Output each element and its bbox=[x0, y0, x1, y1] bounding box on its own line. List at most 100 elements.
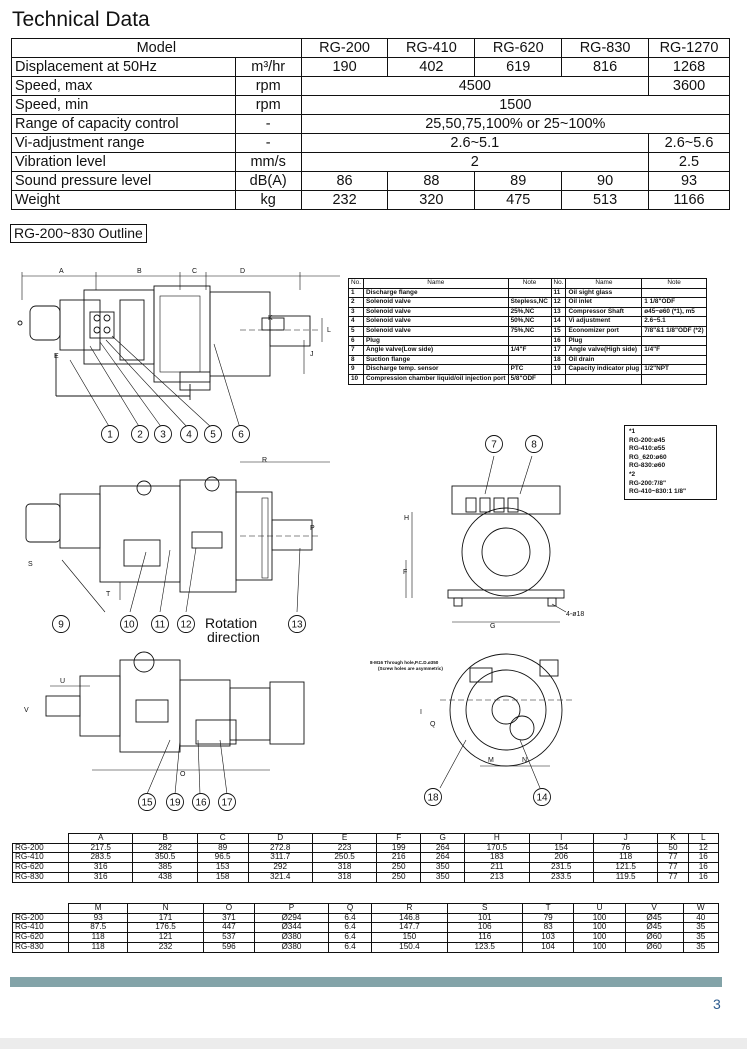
dim-value-cell: 350 bbox=[420, 871, 466, 883]
spec-row-unit: rpm bbox=[234, 76, 302, 96]
spec-row-unit: - bbox=[234, 133, 302, 153]
page-title: Technical Data bbox=[12, 8, 150, 31]
spec-row-label: Sound pressure level bbox=[11, 171, 236, 191]
callout-circle bbox=[485, 435, 503, 453]
spec-row-label: Vibration level bbox=[11, 152, 236, 172]
dim-value-cell: 116 bbox=[446, 932, 523, 943]
parts-cell: Discharge temp. sensor bbox=[363, 364, 509, 375]
parts-cell: Economizer port bbox=[565, 325, 643, 337]
callout-number: 7 bbox=[491, 440, 497, 451]
dim-value-cell: 537 bbox=[202, 932, 256, 943]
spec-row-value: 1268 bbox=[648, 57, 730, 77]
bolt-note-line2: (Screw holes are asymmetric) bbox=[378, 666, 443, 671]
parts-cell: 4 bbox=[347, 316, 365, 327]
dim-label-h: H bbox=[404, 515, 409, 522]
dim-value-cell: Ø60 bbox=[624, 932, 684, 943]
dim-value-cell: 596 bbox=[202, 941, 256, 953]
callout-number: 13 bbox=[291, 620, 303, 631]
dim-header-cell: O bbox=[202, 903, 256, 914]
dim-header-cell: V bbox=[624, 903, 684, 914]
dim-value-cell: 100 bbox=[573, 932, 626, 943]
callout-circle bbox=[131, 425, 149, 443]
parts-cell: Angle valve(Low side) bbox=[363, 345, 509, 356]
dim-label-l: L bbox=[327, 327, 331, 334]
parts-cell: 1/4"F bbox=[507, 345, 552, 356]
parts-cell: Oil drain bbox=[565, 354, 643, 366]
parts-header-cell: Name bbox=[363, 278, 509, 289]
dim-header-cell: G bbox=[420, 833, 466, 844]
spec-row-label: Range of capacity control bbox=[11, 114, 236, 134]
dim-value-cell: 6.4 bbox=[327, 941, 373, 953]
parts-cell: 1/2"NPT bbox=[641, 364, 707, 375]
dim-value-cell: 250 bbox=[376, 871, 422, 883]
note-line: RG_620:ø60 bbox=[629, 453, 667, 461]
dim-header-cell: E bbox=[311, 833, 378, 844]
dim-value-cell: 16 bbox=[687, 871, 720, 883]
parts-cell: Plug bbox=[565, 335, 643, 347]
spec-row-label: Speed, min bbox=[11, 95, 236, 115]
callout-circle bbox=[166, 793, 184, 811]
dim-value-cell: 350 bbox=[420, 862, 466, 873]
parts-cell: 14 bbox=[550, 316, 567, 327]
dim-label-j: J bbox=[310, 351, 314, 358]
callout-circle bbox=[232, 425, 250, 443]
spec-row-unit: kg bbox=[234, 190, 302, 210]
dim-model-cell: RG-620 bbox=[12, 862, 69, 873]
parts-header-cell: No. bbox=[550, 278, 567, 289]
parts-cell bbox=[507, 354, 552, 366]
dim-label-p: P bbox=[310, 525, 315, 532]
dim-label-k: K bbox=[268, 315, 273, 322]
parts-cell: 5 bbox=[347, 325, 365, 337]
spec-row-value: 2 bbox=[300, 152, 650, 172]
dim-label-s: S bbox=[28, 561, 33, 568]
dim-label-m: M bbox=[488, 757, 494, 764]
spec-row-value: 4500 bbox=[300, 76, 650, 96]
dim-model-cell: RG-620 bbox=[12, 932, 69, 943]
dim-value-cell: 35 bbox=[682, 932, 719, 943]
dim-header-cell: R bbox=[371, 903, 448, 914]
callout-number: 19 bbox=[169, 798, 181, 809]
dim-label-a: A bbox=[59, 268, 64, 275]
dim-label-d: D bbox=[240, 268, 245, 275]
parts-cell: Compressor Shaft bbox=[565, 306, 643, 318]
front-view bbox=[405, 455, 567, 623]
callout-circle bbox=[218, 793, 236, 811]
parts-header-cell: Name bbox=[565, 278, 643, 289]
spec-row-value: 1166 bbox=[648, 190, 730, 210]
parts-cell: 75%,NC bbox=[507, 325, 552, 337]
dim-header-cell: A bbox=[67, 833, 134, 844]
note-line: RG-410:ø55 bbox=[629, 445, 666, 453]
parts-cell bbox=[550, 373, 567, 385]
dim-label-c: C bbox=[192, 268, 197, 275]
callout-number: 8 bbox=[531, 440, 537, 451]
spec-header-model: RG-620 bbox=[474, 38, 563, 58]
side-view-bottom bbox=[45, 651, 305, 795]
dim-value-cell: Ø380 bbox=[254, 941, 329, 953]
parts-cell: Compression chamber liquid/oil injection… bbox=[363, 373, 509, 385]
end-view bbox=[439, 653, 572, 789]
dim-value-cell: 119.5 bbox=[592, 871, 659, 883]
dim-label-t: T bbox=[106, 591, 111, 598]
side-view-middle bbox=[25, 461, 330, 613]
dim-value-cell: 321.4 bbox=[247, 871, 313, 883]
spec-row-value: 25,50,75,100% or 25~100% bbox=[300, 114, 731, 134]
dim-value-cell: Ø380 bbox=[254, 932, 329, 943]
parts-cell: Angle valve(High side) bbox=[565, 345, 643, 356]
parts-cell: 16 bbox=[550, 335, 567, 347]
hole-note: 4-ø18 bbox=[566, 611, 584, 618]
bottom-strip bbox=[0, 1038, 747, 1049]
spec-row-value: 2.6~5.1 bbox=[300, 133, 650, 153]
parts-cell: 9 bbox=[347, 364, 365, 375]
parts-cell: Oil sight glass bbox=[565, 287, 643, 299]
spec-header-label: Model bbox=[11, 38, 302, 58]
dim-header-cell: F bbox=[376, 833, 422, 844]
parts-cell: 10 bbox=[347, 373, 365, 385]
